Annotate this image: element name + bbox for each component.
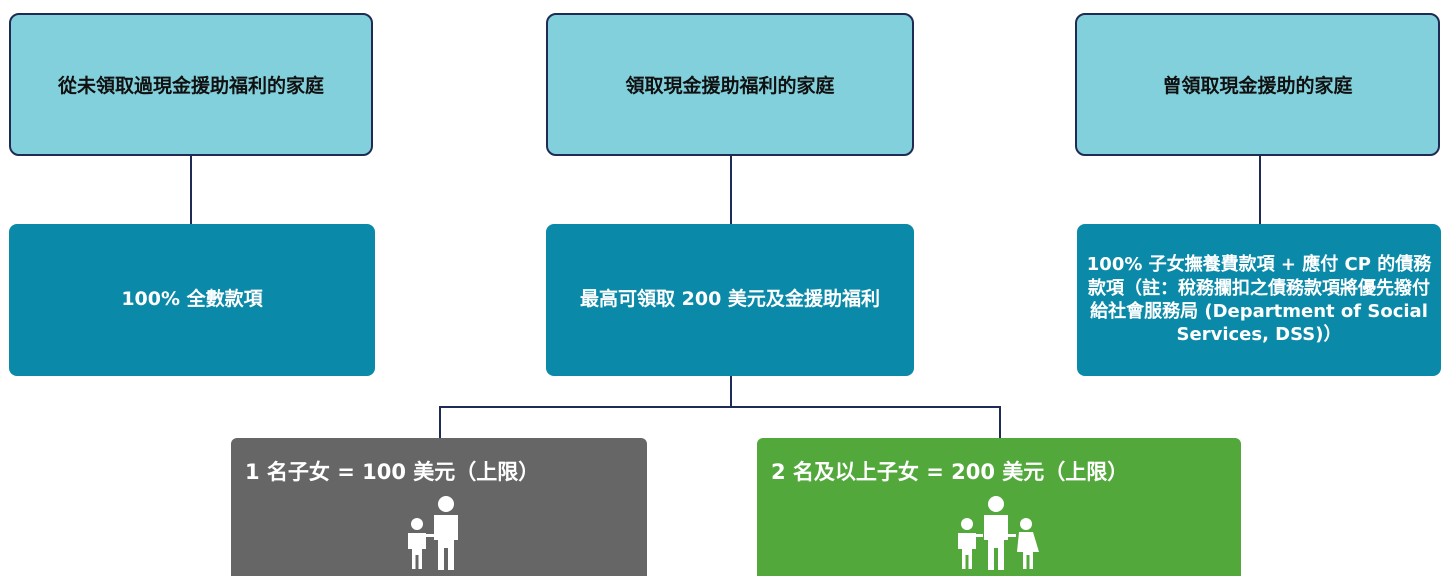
- bottom-box-one-child: 1 名子女 = 100 美元（上限）: [231, 438, 647, 576]
- mid-box-arrears: 100% 子女撫養費款項 + 應付 CP 的債務款項（註：稅務攔扣之債務款項將優…: [1077, 224, 1441, 376]
- top-box-formerly-received: 曾領取現金援助的家庭: [1075, 13, 1440, 156]
- connector-line: [730, 156, 732, 224]
- top-box-receiving: 領取現金援助福利的家庭: [546, 13, 914, 156]
- bottom-box-label: 2 名及以上子女 = 200 美元（上限）: [771, 460, 1129, 484]
- connector-line: [439, 406, 441, 438]
- connector-line: [190, 156, 192, 224]
- connector-line: [1259, 156, 1261, 224]
- mid-box-full-amount: 100% 全數款項: [9, 224, 375, 376]
- top-box-never-received: 從未領取過現金援助福利的家庭: [9, 13, 373, 156]
- top-box-label: 從未領取過現金援助福利的家庭: [57, 75, 324, 97]
- parent-two-children-icon: [958, 496, 1039, 570]
- top-box-label: 領取現金援助福利的家庭: [625, 75, 835, 97]
- top-box-label: 曾領取現金援助的家庭: [1162, 75, 1353, 97]
- parent-child-icon: [408, 496, 458, 570]
- bottom-box-label: 1 名子女 = 100 美元（上限）: [245, 460, 540, 484]
- connector-line: [730, 376, 732, 408]
- connector-line: [999, 406, 1001, 438]
- mid-box-pass-through: 最高可領取 200 美元及金援助福利: [546, 224, 914, 376]
- mid-box-label: 最高可領取 200 美元及金援助福利: [580, 288, 880, 311]
- connector-line: [439, 406, 1001, 408]
- mid-box-label: 100% 全數款項: [121, 288, 263, 311]
- bottom-box-two-plus-children: 2 名及以上子女 = 200 美元（上限）: [757, 438, 1241, 576]
- mid-box-label: 100% 子女撫養費款項 + 應付 CP 的債務款項（註：稅務攔扣之債務款項將優…: [1086, 254, 1432, 346]
